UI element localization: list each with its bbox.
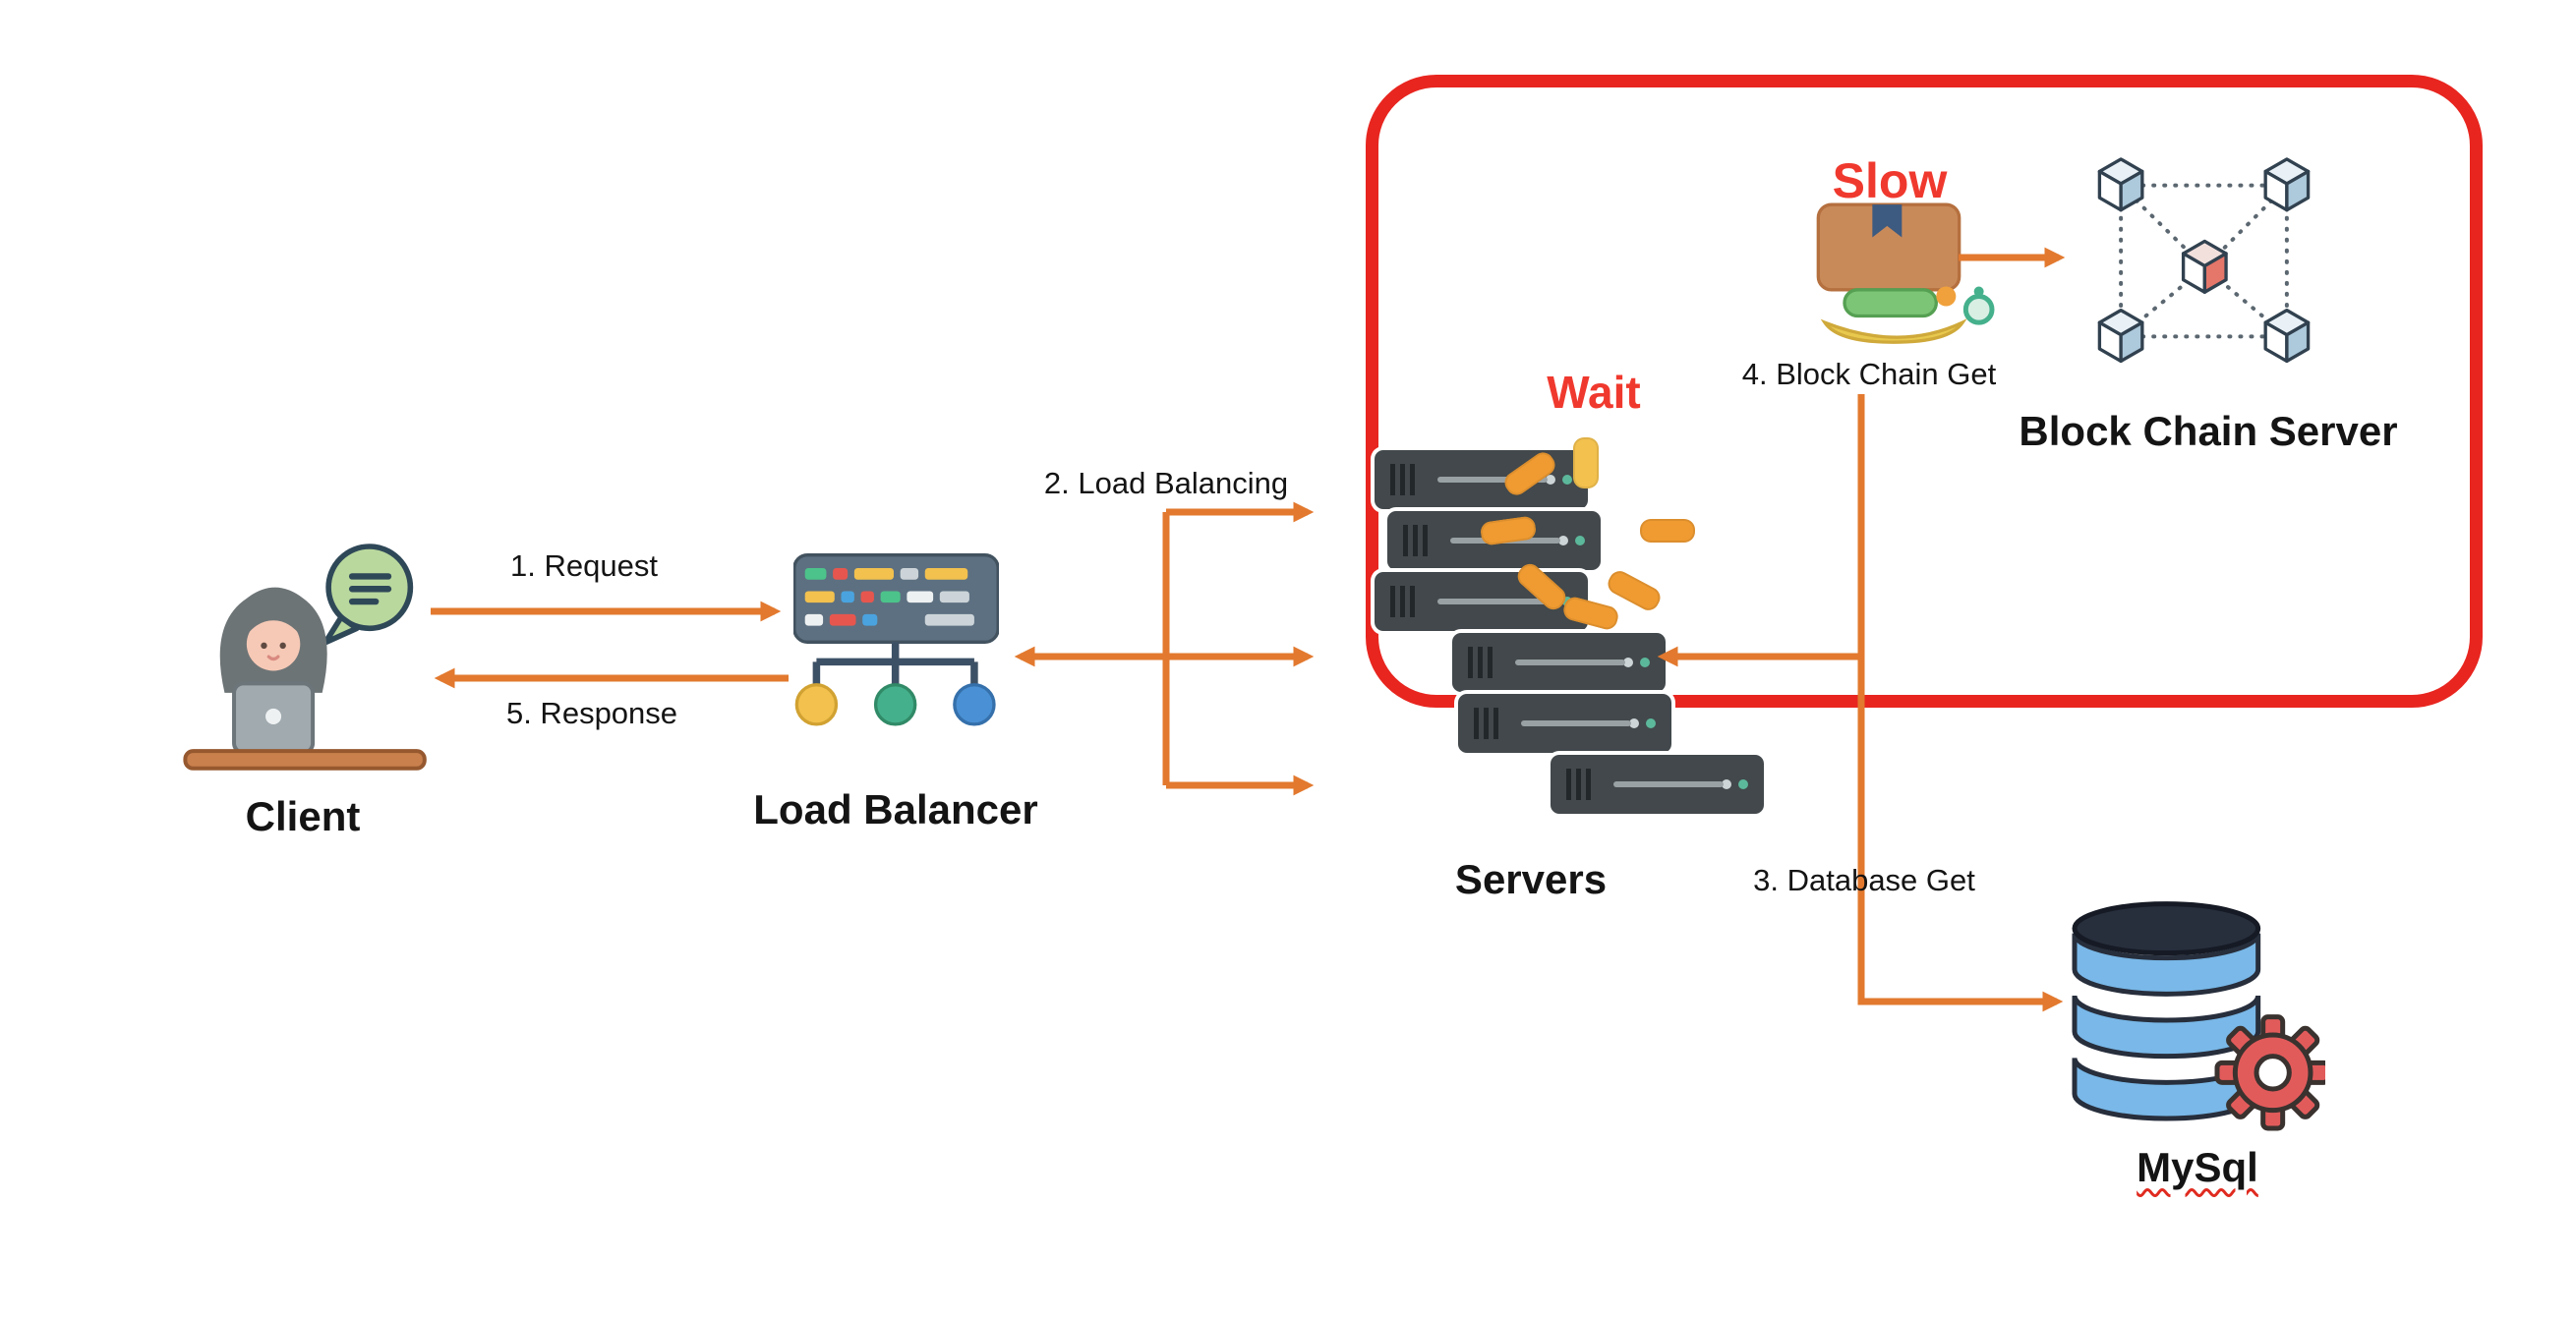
blockchain-links [2119, 183, 2289, 339]
lb-node-green [873, 683, 917, 726]
request-label: 1. Request [510, 548, 658, 583]
load-balancer-tree-lines [812, 642, 978, 685]
load-balancer-label: Load Balancer [753, 786, 1038, 832]
lb-node-blue [953, 683, 996, 726]
server-icon [1375, 450, 1588, 509]
database-cylinder [2072, 901, 2261, 1121]
server-stack-icon [1367, 442, 1780, 826]
database-get-label: 3. Database Get [1753, 863, 1975, 897]
client-person-icon [183, 544, 427, 771]
wait-particle-icon [1640, 519, 1695, 543]
lb-node-yellow [794, 683, 839, 726]
laptop-icon [232, 681, 316, 755]
blockchain-get-label: 4. Block Chain Get [1741, 357, 1997, 391]
server-icon [1452, 633, 1666, 692]
courier-package-icon [1816, 202, 1995, 344]
response-label: 5. Response [505, 696, 678, 730]
server-icon [1551, 755, 1764, 814]
wait-annotation: Wait [1547, 367, 1641, 418]
mysql-database-gear-icon [2072, 901, 2325, 1131]
load-balancing-label: 2. Load Balancing [1043, 466, 1289, 500]
blockchain-cubes-icon [2097, 157, 2311, 364]
speech-bubble-icon [322, 544, 414, 646]
blockchain-server-label: Block Chain Server [2019, 408, 2398, 454]
load-balancer-icon [793, 553, 999, 726]
client-label: Client [245, 793, 361, 839]
slow-annotation: Slow [1832, 153, 1948, 208]
mysql-label: MySql [2137, 1144, 2258, 1190]
blockchain-center-cube [2181, 239, 2228, 294]
package-ribbon [1872, 204, 1903, 238]
servers-label: Servers [1454, 856, 1608, 902]
gear-icon [2214, 1014, 2325, 1131]
desk-icon [183, 749, 427, 771]
wait-particle-icon [1573, 437, 1599, 488]
person-figure [219, 587, 327, 693]
server-icon [1458, 694, 1671, 753]
courier-wheel [1962, 294, 1995, 325]
load-balancer-segments [804, 568, 974, 626]
